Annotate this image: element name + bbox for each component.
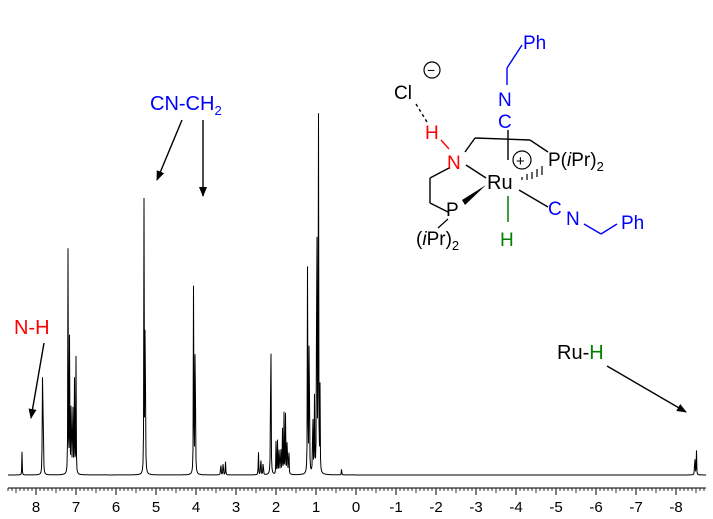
- tick-label: 2: [272, 499, 280, 516]
- ipr-right-sub: 2: [597, 159, 604, 174]
- ipr-left-pr: Pr): [427, 229, 452, 250]
- bond-n-ch2-a: [464, 137, 476, 153]
- nh-arrow: [28, 342, 45, 419]
- cl-label: Cl: [394, 83, 412, 104]
- bond-n-ru: [465, 164, 487, 179]
- bond-n-ch2-right: [583, 223, 602, 235]
- cnch2-label-sub: 2: [214, 103, 221, 118]
- tick-labels: 8 7 6 5 4 3 2 1 0 -1 -2 -3 -4 -5 -6 -7 -8: [32, 499, 683, 516]
- ipr-left-open: (: [416, 229, 423, 250]
- n-top-label: N: [498, 90, 512, 111]
- tick-label: 3: [232, 499, 240, 516]
- cnch2-label-part: CN-CH: [150, 93, 214, 115]
- ipr-left-i: i: [422, 229, 427, 250]
- nh-label: N-H: [14, 317, 50, 339]
- bond-p-ipr-left: [437, 218, 449, 229]
- ipr-right-i: i: [567, 150, 572, 171]
- tick-label: -1: [389, 499, 402, 516]
- ru-label: Ru: [487, 172, 513, 194]
- p-right-text: P(: [548, 150, 568, 171]
- bond-n-ch2-b: [429, 167, 450, 179]
- ph-top-label: Ph: [523, 33, 546, 54]
- nh-label-h: H: [35, 317, 49, 339]
- x-axis: 8 7 6 5 4 3 2 1 0 -1 -2 -3 -4 -5 -6 -7 -8: [7, 487, 706, 516]
- tick-label: 7: [72, 499, 80, 516]
- spectrum-trace: [8, 113, 706, 476]
- c-right-label: C: [548, 199, 562, 220]
- ph-right-label: Ph: [621, 213, 644, 234]
- h-ru-label: H: [500, 230, 514, 251]
- plus-charge-circle: [512, 150, 532, 170]
- cnch2-label: CN-CH2: [150, 93, 222, 118]
- c-top-label: C: [498, 112, 512, 133]
- ipr-left-sub: 2: [452, 238, 459, 253]
- ruh-label: Ru-H: [557, 342, 604, 364]
- h-nh-label: H: [425, 123, 439, 144]
- tick-label: 1: [312, 499, 320, 516]
- n-right-label: N: [566, 209, 580, 230]
- tick-label: -5: [549, 499, 562, 516]
- tick-label: -8: [669, 499, 682, 516]
- n-amine-label: N: [447, 153, 461, 174]
- major-ticks: [35, 488, 677, 495]
- p-left-label: P: [446, 200, 459, 221]
- tick-label: -6: [589, 499, 602, 516]
- tick-label: 5: [152, 499, 160, 516]
- wedge-bond-left: [462, 185, 486, 205]
- hydrogen-bond: [415, 103, 428, 123]
- ruh-label-part: Ru-: [557, 342, 589, 364]
- bond-ru-c-right: [518, 189, 549, 208]
- ruh-arrow: [606, 365, 687, 413]
- tick-label: 8: [32, 499, 40, 516]
- minus-charge-circle: [423, 61, 441, 79]
- nh-label-part: N-: [14, 317, 35, 339]
- hashed-bond-right: [521, 166, 543, 180]
- ipr-left-label: (iPr)2: [416, 229, 459, 253]
- ruh-label-h: H: [589, 342, 603, 364]
- tick-label: 6: [112, 499, 120, 516]
- chemical-structure: Ph N C Cl − H N Ru +: [394, 33, 644, 253]
- p-right-label: P(iPr)2: [548, 150, 604, 174]
- bond-h-n: [440, 139, 450, 150]
- plus-charge-sign: +: [516, 153, 525, 170]
- tick-label: -3: [469, 499, 482, 516]
- ipr-right-pr: Pr): [571, 150, 596, 171]
- cnch2-arrow-left: [156, 119, 183, 181]
- tick-label: 0: [352, 499, 360, 516]
- tick-label: -2: [429, 499, 442, 516]
- bond-ch2-p-left: [429, 202, 449, 213]
- minus-charge-sign: −: [427, 62, 435, 78]
- tick-label: -7: [629, 499, 642, 516]
- bond-ch2-ch2-a: [474, 137, 531, 141]
- bond-ph-ch2-top: [506, 44, 523, 69]
- tick-label: 4: [192, 499, 200, 516]
- tick-label: -4: [509, 499, 522, 516]
- bond-ch2-p-right: [529, 139, 549, 153]
- bond-ch2-ph-right: [600, 223, 618, 235]
